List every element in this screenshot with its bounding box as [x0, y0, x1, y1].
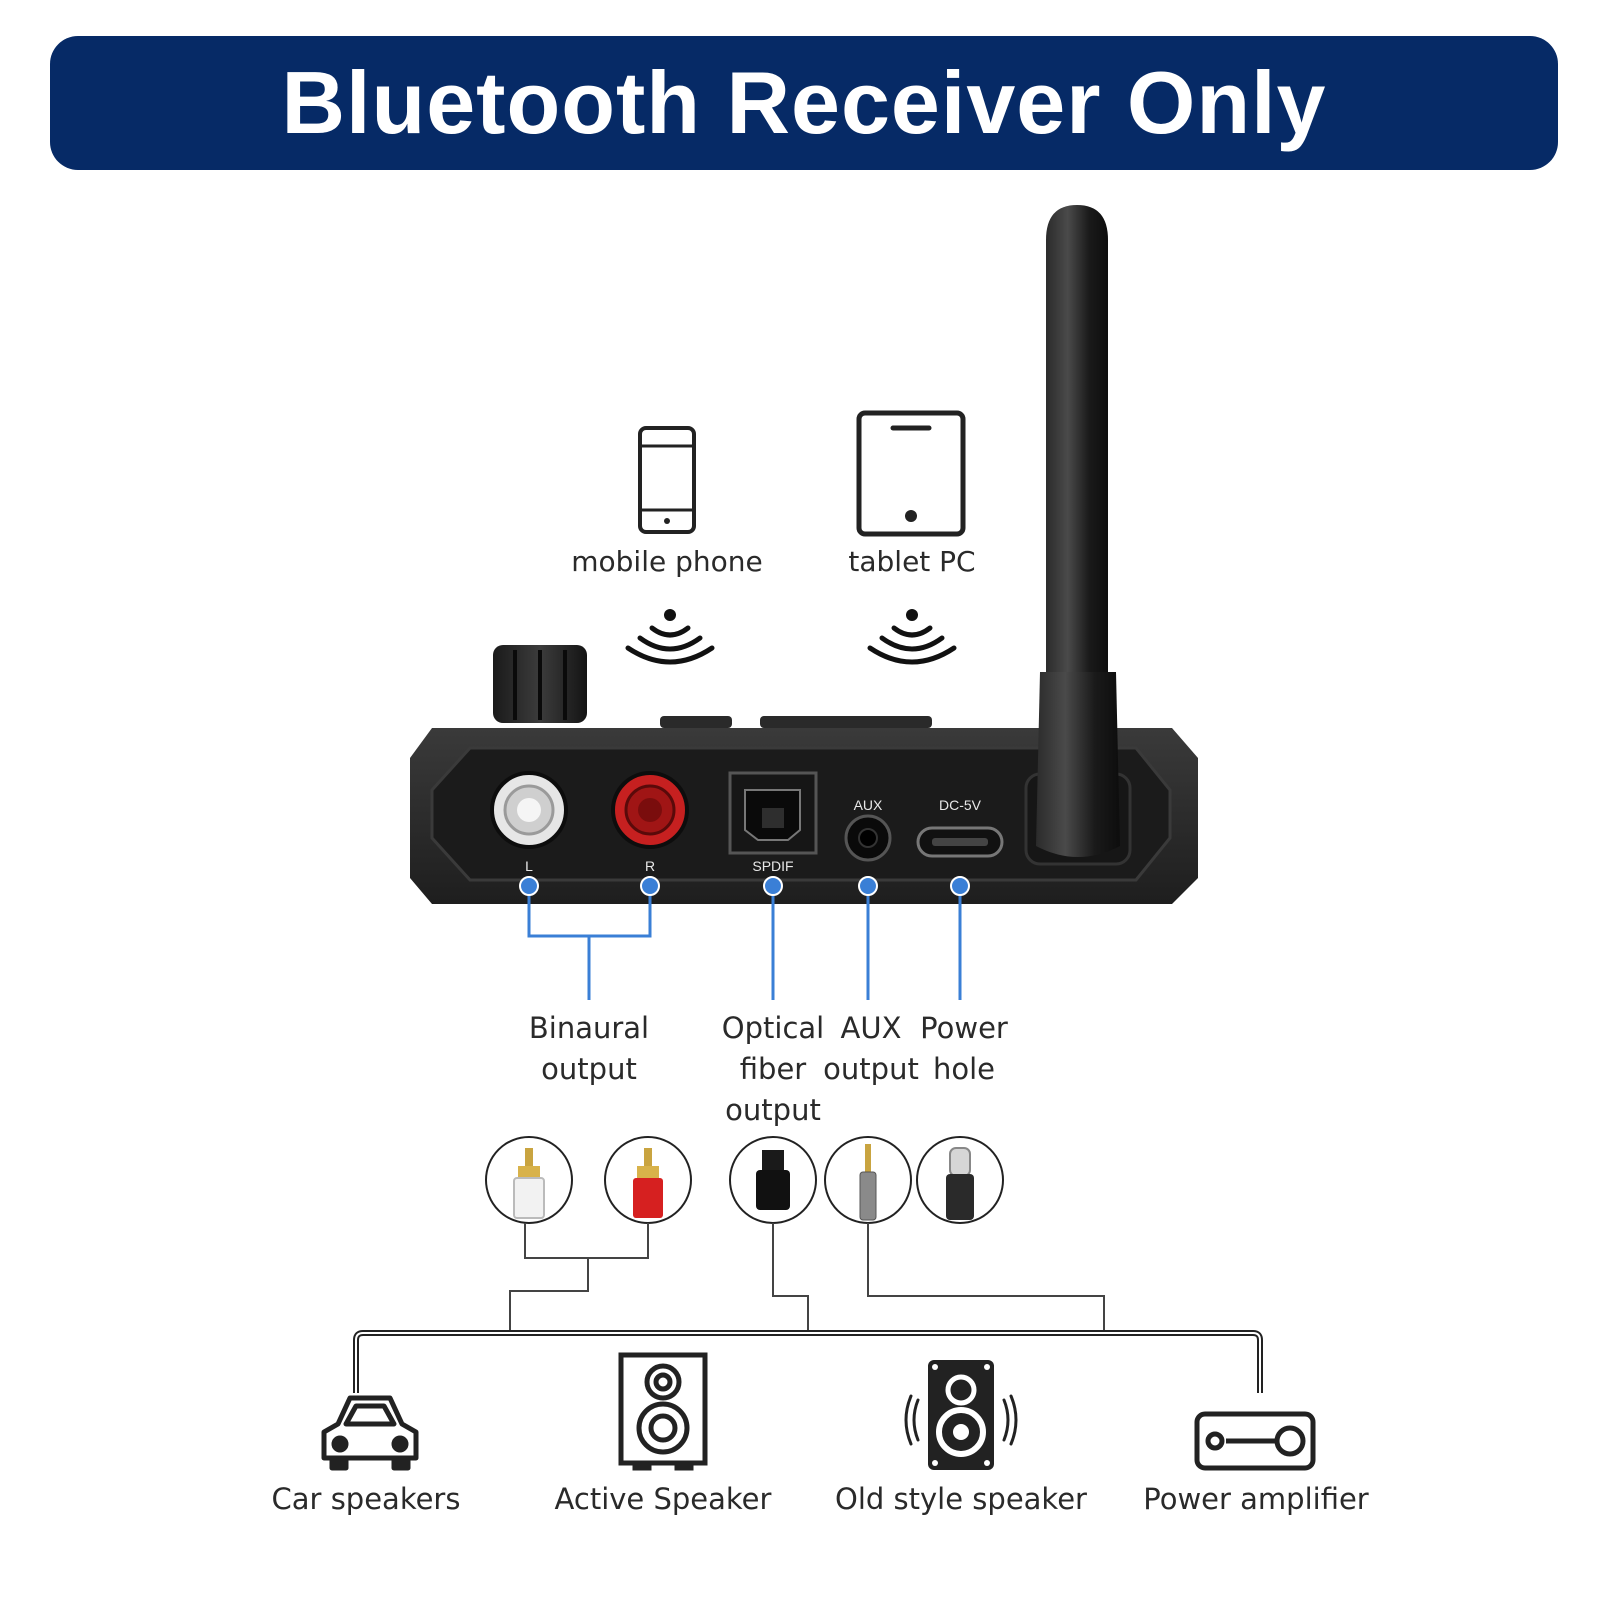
- callout-lines: [527, 886, 962, 1000]
- output-label-binaural: Binaural output: [529, 1011, 649, 1086]
- svg-text:AUX: AUX: [841, 1011, 902, 1045]
- callout-dots: [519, 876, 970, 896]
- target-label-amplifier: Power amplifier: [1143, 1482, 1369, 1516]
- mobile-phone-icon: [638, 426, 696, 534]
- target-label-active: Active Speaker: [555, 1482, 772, 1516]
- active-speaker-icon: [618, 1352, 708, 1471]
- port-label-spdif: SPDIF: [752, 858, 793, 874]
- port-label-right: R: [645, 858, 655, 874]
- output-label-power: Power hole: [920, 1011, 1008, 1086]
- port-label-aux: AUX: [854, 797, 883, 813]
- output-label-aux: AUX output: [823, 1011, 919, 1086]
- old-style-speaker-icon: [904, 1360, 1018, 1470]
- volume-knob[interactable]: [493, 645, 587, 723]
- aux-plug-icon: [824, 1136, 912, 1224]
- aux-port: [844, 814, 892, 862]
- svg-text:output: output: [823, 1052, 919, 1086]
- port-label-left: L: [525, 858, 533, 874]
- optical-plug-icon: [729, 1136, 817, 1224]
- svg-text:Power: Power: [920, 1011, 1008, 1045]
- distribution-lines: [509, 1223, 1105, 1330]
- source-label-tablet: tablet PC: [848, 545, 975, 578]
- target-label-car: Car speakers: [272, 1482, 461, 1516]
- target-bus-inner: [355, 1332, 1261, 1393]
- source-label-mobile: mobile phone: [571, 545, 763, 578]
- output-label-optical: Optical fiber output: [722, 1011, 824, 1127]
- svg-text:output: output: [541, 1052, 637, 1086]
- spdif-port: [728, 771, 818, 855]
- title-banner: Bluetooth Receiver Only: [50, 36, 1558, 170]
- power-amplifier-icon: [1194, 1411, 1316, 1471]
- target-bus: [353, 1330, 1263, 1393]
- usb-c-plug-icon: [916, 1136, 1004, 1224]
- tablet-icon: [856, 410, 966, 537]
- page-title: Bluetooth Receiver Only: [281, 53, 1327, 152]
- svg-text:Binaural: Binaural: [529, 1011, 649, 1045]
- port-label-dc: DC-5V: [939, 797, 982, 813]
- rca-red-plug-icon: [604, 1136, 692, 1224]
- svg-text:output: output: [725, 1093, 821, 1127]
- usb-c-port: [916, 826, 1004, 858]
- wireless-signal-icon: [867, 609, 957, 665]
- car-icon: [321, 1395, 419, 1471]
- rca-white-plug-icon: [485, 1136, 573, 1224]
- target-label-old: Old style speaker: [835, 1482, 1087, 1516]
- receiver-device: L R SPDIF AUX DC-5V: [410, 645, 1198, 904]
- rca-right-port: [611, 771, 689, 849]
- wireless-signal-icon: [625, 609, 715, 665]
- rca-left-port: [490, 771, 568, 849]
- svg-text:fiber: fiber: [740, 1052, 807, 1086]
- svg-text:Optical: Optical: [722, 1011, 824, 1045]
- antenna: [1036, 205, 1120, 857]
- svg-text:hole: hole: [933, 1052, 995, 1086]
